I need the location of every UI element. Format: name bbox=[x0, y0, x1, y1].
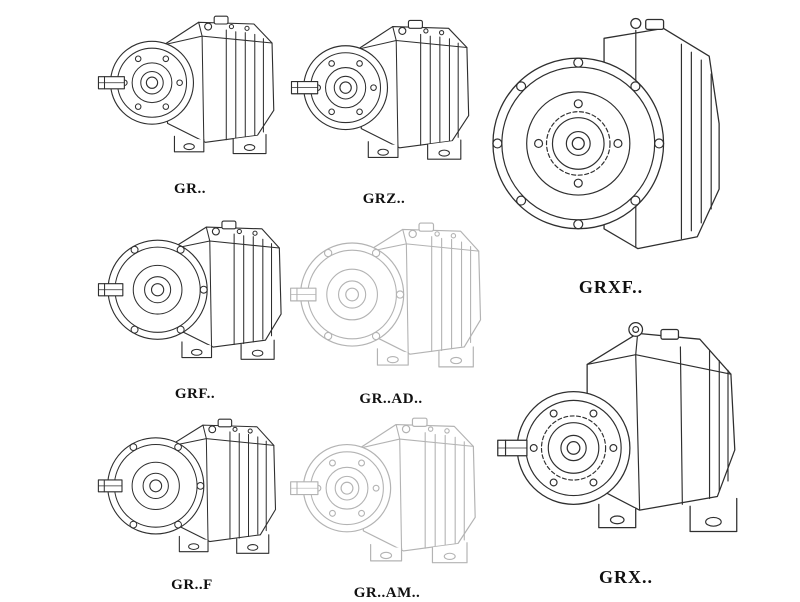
gearbox-drawing-gram bbox=[287, 410, 487, 583]
figure-grx: GRX.. bbox=[490, 296, 762, 588]
figure-grff: GR..F bbox=[95, 406, 289, 594]
gearbox-drawing-grf bbox=[95, 205, 295, 384]
figure-label-gr: GR.. bbox=[174, 181, 206, 197]
figure-gram: GR..AM.. bbox=[287, 410, 487, 601]
figure-grf: GRF.. bbox=[95, 205, 295, 403]
gearbox-drawing-grx bbox=[490, 296, 762, 565]
gearbox-drawing-grff bbox=[95, 406, 289, 575]
figure-label-grff: GR..F bbox=[171, 577, 213, 593]
gearbox-drawing-gr bbox=[95, 2, 285, 179]
gearbox-drawing-grxf bbox=[487, 2, 735, 275]
gearbox-drawing-grad bbox=[287, 210, 495, 389]
figure-label-grad: GR..AD.. bbox=[359, 391, 423, 407]
figure-grz: GRZ.. bbox=[288, 2, 480, 208]
figure-label-gram: GR..AM.. bbox=[353, 584, 421, 601]
figure-label-grx: GRX.. bbox=[599, 567, 653, 587]
gearbox-drawing-grz bbox=[288, 2, 480, 189]
figure-label-grz: GRZ.. bbox=[362, 191, 406, 207]
figure-label-grf: GRF.. bbox=[174, 386, 216, 402]
figure-gr: GR.. bbox=[95, 2, 285, 198]
figure-grxf: GRXF.. bbox=[487, 2, 735, 298]
figure-label-grxf: GRXF.. bbox=[578, 277, 644, 297]
figure-grad: GR..AD.. bbox=[287, 210, 495, 408]
